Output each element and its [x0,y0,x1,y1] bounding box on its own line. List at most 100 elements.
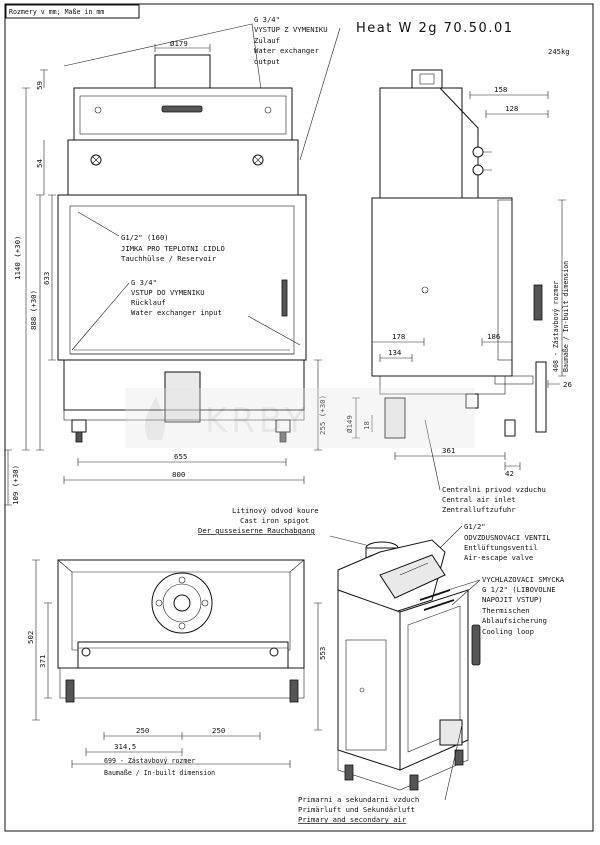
top-hood [73,87,293,141]
callout-line: Centralni privod vzduchu [442,485,546,494]
callout-line: G 3/4" [254,15,280,24]
dim-59: 59 [35,81,44,90]
dim-633: 633 [42,272,51,285]
side-door-body [371,197,513,377]
callout-line: Thermischen [482,606,530,615]
callout-line: VYSTUP Z VYMENIKU [254,25,328,34]
callout-line: output [254,57,280,66]
watermark: KRBY [125,388,475,448]
callout-line: G1/2" [464,522,486,531]
callout-line: Air-escape valve [464,553,533,562]
callout-line: G 3/4" [131,278,157,287]
dim-158: 158 [494,85,507,94]
iso-door-handle [471,624,481,666]
dim-255: 255 (+30) [318,395,327,435]
dim-18: 18 [362,421,371,430]
dim-408: 408 - Zástavbový rozmer [552,281,560,372]
iso-left-panel [337,589,401,771]
callout-line: Zentralluftzufuhr [442,505,516,514]
dim-109: 109 (+30) [11,465,20,505]
callout-line: G 1/2" (LIBOVOLNE [482,585,556,594]
air-inlet-duct [164,371,201,423]
dim-178: 178 [392,332,405,341]
dim-186: 186 [487,332,500,341]
header: Rozmery v mm; Maße in mm Heat W 2g 70.50… [5,4,570,56]
callout-line: NAPOJIT VSTUP) [482,595,543,604]
leader-line [424,419,441,491]
callout-line: Zulauf [254,36,280,45]
heat-exchanger-body [67,139,299,196]
side-upper-body [379,87,463,199]
dim-flue-diameter: Ø179 [170,39,188,48]
dim-408-sub: Baumaße / In-built dimension [562,261,570,372]
leader-line [439,525,463,549]
callout-line: Entlüftungsventil [464,543,538,552]
dim-888: 888 (+30) [29,290,38,330]
leader-line [63,23,253,67]
leader-line [71,282,130,351]
callout-line: VYCHLAZOVACI SMYCKA [482,575,565,584]
leader-line [444,724,463,801]
door-frame [57,194,307,361]
callout-line: Rücklauf [131,298,166,307]
watermark-brand: KRBY [205,401,309,441]
callout-line: G1/2" (160) [121,233,169,242]
side-door-handle [533,284,543,321]
leader-line [447,579,481,591]
dim-361: 361 [442,446,455,455]
dim-250-left: 250 [136,726,149,735]
door-handle [281,279,288,317]
dim-655: 655 [174,452,187,461]
leader-line [77,211,120,237]
dim-699: 699 - Zástavbový rozmer [104,757,195,765]
callout-line: Central air inlet [442,495,516,504]
dim-134: 134 [388,348,402,357]
callout-line: Ablaufsicherung [482,616,547,625]
flame-logo-icon [145,396,166,440]
leader-line [299,27,341,161]
hood-handle [161,105,203,113]
dim-149: Ø149 [345,415,354,433]
callout-line: VSTUP DO VYMENIKU [131,288,205,297]
dim-128: 128 [505,104,518,113]
front-view: Ø179 1140 (+30) 888 (+30) 63 [4,39,327,506]
weight-label: 245kg [548,47,570,56]
dim-42: 42 [505,469,514,478]
dim-371: 371 [38,655,47,668]
callout-air-escape-valve: G1/2" ODVZDUSNOVACI VENTIL Entlüftungsve… [439,522,551,562]
dim-800: 800 [172,470,185,479]
dim-1140: 1140 (+30) [13,236,22,281]
callout-primary-secondary-air: Primarni a sekundarni vzduch Primärluft … [298,724,463,824]
iso-side-door [345,639,387,751]
callout-line: Litinový odvod koure [232,506,319,515]
dim-699-sub: Baumaße / In-built dimension [104,769,215,777]
leader-line [247,315,301,346]
callout-line: ODVZDUSNOVACI VENTIL [464,533,551,542]
callout-line: Primärluft und Sekundärluft [298,805,415,814]
callout-line: Cast iron spigot [240,516,309,525]
callout-line: Water exchanger input [131,308,222,317]
dim-26: 26 [563,380,572,389]
callout-line: Primarni a sekundarni vzduch [298,795,419,804]
units-note: Rozmery v mm; Maße in mm [9,8,104,16]
callout-line: JIMKA PRO TEPLOTNI CIDLO [121,244,225,253]
side-air-inlet [384,397,406,439]
dim-250-right: 250 [212,726,225,735]
callout-central-air: Centralni privod vzduchu Central air inl… [424,419,546,514]
callout-line: Cooling loop [482,627,534,636]
callout-line: Water exchanger [254,46,320,55]
flue-collar [154,54,211,89]
callout-line: Primary and secondary air [298,815,407,824]
model-title: Heat W 2g 70.50.01 [356,21,514,36]
callout-sensor-well: G1/2" (160) JIMKA PRO TEPLOTNI CIDLO Tau… [77,211,225,263]
isometric-view [337,539,481,791]
callout-line: Tauchhülse / Reservoir [121,254,217,263]
dim-553: 553 [318,647,327,660]
plan-view: 502 371 553 250 250 314,5 699 - Zástavbo… [26,559,327,777]
leader-line [451,579,481,606]
callout-line: Der gusseiserne Rauchabgang [198,526,315,535]
callout-cast-iron-spigot: Litinový odvod koure Cast iron spigot De… [198,506,379,549]
dim-502: 502 [26,631,35,644]
units-note-box [5,4,140,19]
